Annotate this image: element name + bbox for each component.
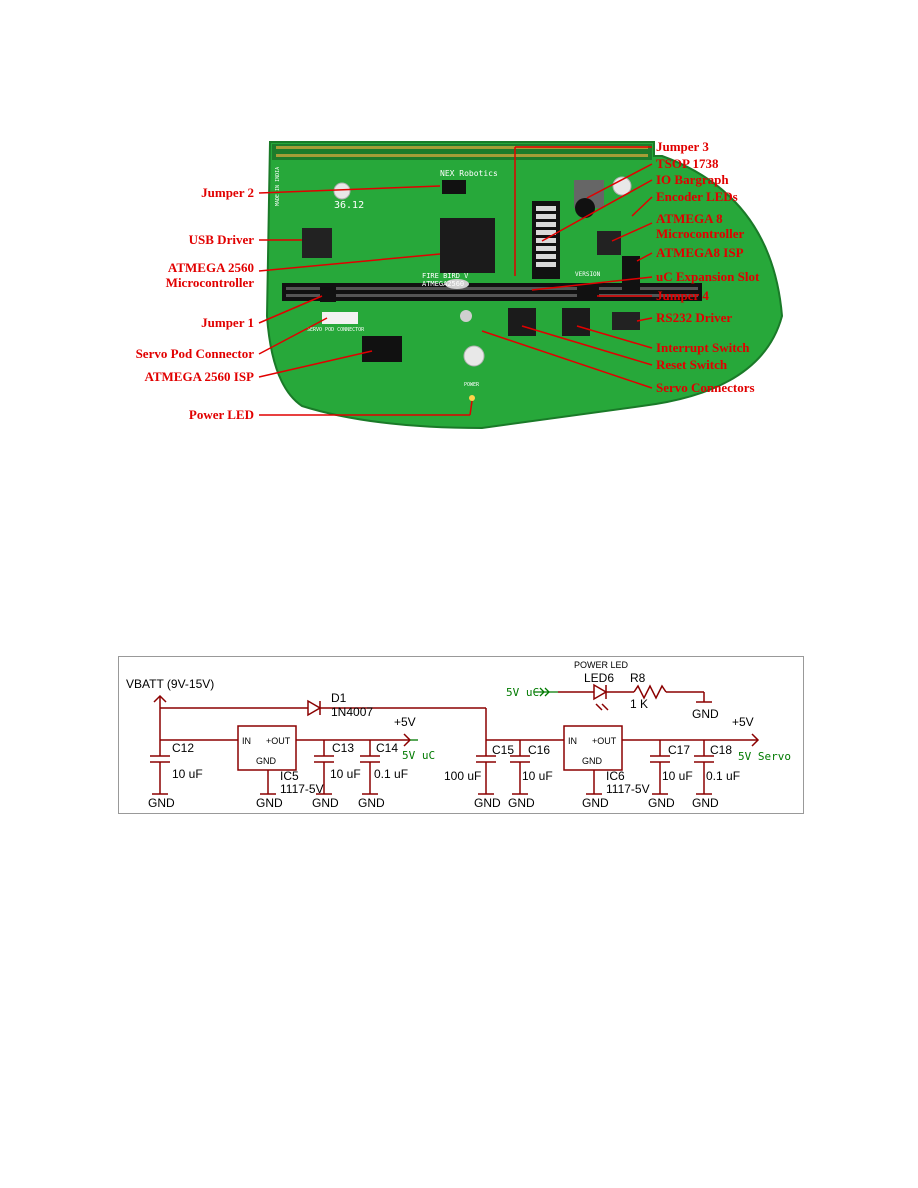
label-atmega2560-line1: ATMEGA 2560	[168, 260, 254, 275]
label-encoder-leds: Encoder LEDs	[656, 189, 738, 204]
label-servo-connectors: Servo Connectors	[656, 380, 755, 395]
gnd-c15: GND	[474, 796, 501, 810]
gnd-c18: GND	[692, 796, 719, 810]
label-plus5v-right: +5V	[732, 715, 754, 729]
label-ic6-part: 1117-5V	[606, 782, 650, 796]
board-brand: NEX Robotics	[440, 169, 498, 178]
label-atmega2560-isp: ATMEGA 2560 ISP	[144, 369, 254, 384]
label-jumper3: Jumper 3	[656, 139, 709, 154]
board-figure-svg: NEX Robotics FIRE BIRD V ATMEGA2560 36.1…	[136, 139, 784, 430]
reset-switch	[508, 308, 536, 336]
jumper1	[320, 284, 336, 302]
board-display: 36.12	[334, 200, 364, 211]
label-rs232: RS232 Driver	[656, 310, 732, 325]
label-atmega8-line2: Microcontroller	[656, 226, 745, 241]
label-d1: D1	[331, 691, 347, 705]
label-c14-value: 0.1 uF	[374, 767, 408, 781]
board-servo-pod: SERVO POD CONNECTOR	[307, 327, 365, 333]
label-usb-driver: USB Driver	[189, 232, 255, 247]
board-figure: NEX Robotics FIRE BIRD V ATMEGA2560 36.1…	[122, 136, 796, 434]
label-atmega2560-line2: Microcontroller	[166, 275, 255, 290]
net-5v-uc-in: 5V uC	[506, 686, 539, 699]
label-c15: C15	[492, 743, 514, 757]
label-c16: C16	[528, 743, 550, 757]
ic6-pin-out: +OUT	[592, 736, 617, 746]
label-c13-value: 10 uF	[330, 767, 361, 781]
crystal	[445, 279, 469, 289]
gnd-c16: GND	[508, 796, 535, 810]
board-chip: ATMEGA2560	[422, 280, 464, 288]
gnd-r8: GND	[692, 707, 719, 721]
label-jumper4: Jumper 4	[656, 288, 709, 303]
board-made-in: MADE IN INDIA	[275, 167, 281, 206]
mount-hole	[460, 310, 472, 322]
label-ic5: IC5	[280, 769, 299, 783]
power-schematic-svg: VBATT (9V-15V) D1 1N4007 +5V 5V uC 5V uC…	[118, 656, 804, 814]
label-c17: C17	[668, 743, 690, 757]
interrupt-switch	[562, 308, 590, 336]
servo-pod-connector	[322, 312, 358, 324]
label-c18: C18	[710, 743, 732, 757]
power-led	[469, 395, 475, 401]
label-c14: C14	[376, 741, 398, 755]
label-io-bargraph: IO Bargraph	[656, 172, 729, 187]
ic6-pin-in: IN	[568, 736, 577, 746]
board-version: VERSION	[575, 271, 601, 278]
gnd-c14: GND	[358, 796, 385, 810]
tsop-dome	[575, 198, 595, 218]
gnd-ic6: GND	[582, 796, 609, 810]
gnd-c17: GND	[648, 796, 675, 810]
label-d1-part: 1N4007	[331, 705, 373, 719]
mount-hole	[333, 182, 351, 200]
usb-driver-chip	[302, 228, 332, 258]
label-c13: C13	[332, 741, 354, 755]
atmega2560-isp-header	[362, 336, 402, 362]
atmega8-chip	[597, 231, 621, 255]
label-led6: LED6	[584, 671, 614, 685]
label-tsop: TSOP 1738	[656, 156, 719, 171]
ic5-pin-in: IN	[242, 736, 251, 746]
label-atmega8-isp: ATMEGA8 ISP	[656, 245, 744, 260]
gnd-c12: GND	[148, 796, 175, 810]
label-atmega8-line1: ATMEGA 8	[656, 211, 723, 226]
jumper4	[577, 286, 599, 300]
label-c15-value: 100 uF	[444, 769, 481, 783]
label-power-led: POWER LED	[574, 660, 629, 670]
label-ic5-part: 1117-5V	[280, 782, 324, 796]
label-power-led: Power LED	[189, 407, 254, 422]
gnd-ic5: GND	[256, 796, 283, 810]
label-c12: C12	[172, 741, 194, 755]
board-power: POWER	[464, 382, 480, 388]
label-interrupt: Interrupt Switch	[656, 340, 750, 355]
label-uc-slot: uC Expansion Slot	[656, 269, 760, 284]
label-r8: R8	[630, 671, 646, 685]
schematic-frame	[118, 656, 804, 814]
power-schematic: VBATT (9V-15V) D1 1N4007 +5V 5V uC 5V uC…	[118, 656, 804, 814]
ic6-pin-gnd: GND	[582, 756, 603, 766]
label-c16-value: 10 uF	[522, 769, 553, 783]
label-vbatt: VBATT (9V-15V)	[126, 677, 214, 691]
net-5v-uc: 5V uC	[402, 749, 435, 762]
label-r8-value: 1 K	[630, 697, 648, 711]
net-5v-servo: 5V Servo	[738, 750, 791, 763]
label-reset: Reset Switch	[656, 357, 728, 372]
ic5-pin-gnd: GND	[256, 756, 277, 766]
rs232-chip	[612, 312, 640, 330]
jumper2	[442, 180, 466, 194]
gnd-c13: GND	[312, 796, 339, 810]
label-plus5v-left: +5V	[394, 715, 416, 729]
label-servo-pod: Servo Pod Connector	[136, 346, 255, 361]
label-c12-value: 10 uF	[172, 767, 203, 781]
label-c17-value: 10 uF	[662, 769, 693, 783]
ic5-pin-out: +OUT	[266, 736, 291, 746]
atmega2560-chip	[440, 218, 495, 273]
mount-hole	[463, 345, 485, 367]
label-ic6: IC6	[606, 769, 625, 783]
label-c18-value: 0.1 uF	[706, 769, 740, 783]
board-model: FIRE BIRD V	[422, 272, 469, 280]
atmega8-isp-header	[622, 256, 640, 292]
label-jumper1: Jumper 1	[201, 315, 254, 330]
label-jumper2: Jumper 2	[201, 185, 254, 200]
